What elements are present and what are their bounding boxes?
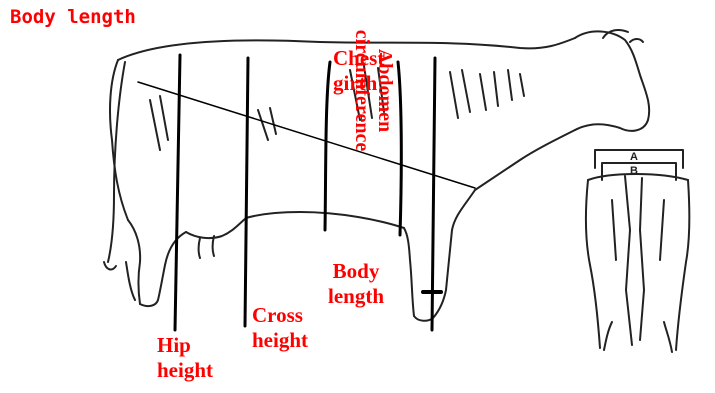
diagram-title: Body length <box>10 5 136 29</box>
body-length-label: Body length <box>328 259 384 309</box>
abdomen-label-line1: Abdomen <box>373 3 396 178</box>
rear-label-a: A <box>630 151 638 163</box>
rear-label-b: B <box>630 165 638 177</box>
hip-height-label-line2: height <box>157 358 213 383</box>
body-length-line <box>138 82 475 188</box>
abdomen-girth-line <box>325 62 330 230</box>
chest-girth-line <box>398 62 401 235</box>
hip-height-label: Hip height <box>157 333 213 383</box>
cross-height-line <box>245 58 248 326</box>
hip-height-label-line1: Hip <box>157 333 213 358</box>
measurement-lines <box>138 55 475 330</box>
hip-height-line <box>175 55 180 330</box>
body-length-vertical-line <box>432 58 435 330</box>
cross-height-label-line2: height <box>252 328 308 353</box>
cross-height-label: Cross height <box>252 303 308 353</box>
cross-height-label-line1: Cross <box>252 303 308 328</box>
body-length-label-line1: Body <box>328 259 384 284</box>
body-length-label-line2: length <box>328 284 384 309</box>
abdomen-label-line2: circumference <box>350 3 373 178</box>
cow-rear-outline <box>586 150 689 352</box>
